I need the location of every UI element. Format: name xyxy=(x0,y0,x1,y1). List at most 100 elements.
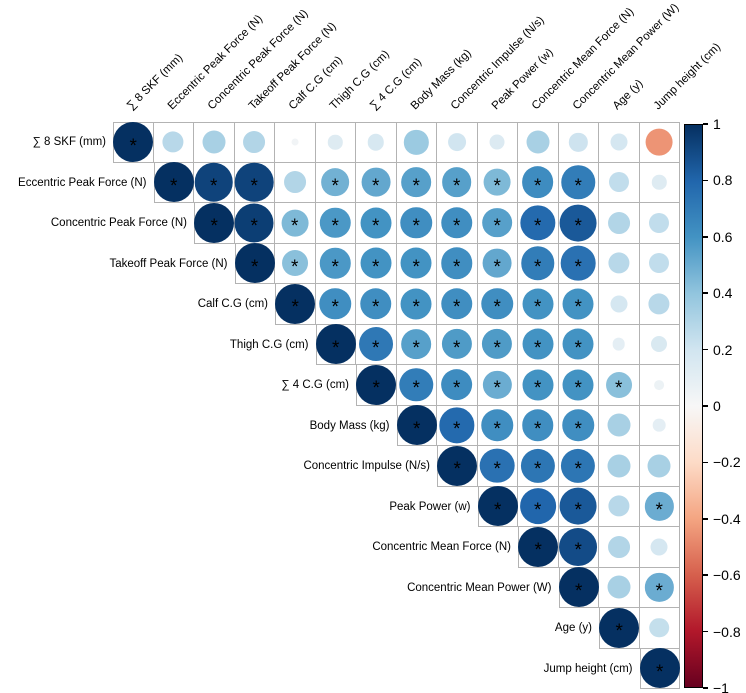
matrix-cell: * xyxy=(558,162,599,203)
row-label: Concentric Mean Force (N) xyxy=(372,541,511,554)
significance-asterisk: * xyxy=(534,256,542,278)
significance-asterisk: * xyxy=(250,216,258,238)
significance-asterisk: * xyxy=(493,175,501,197)
correlation-circle xyxy=(518,526,559,567)
significance-asterisk: * xyxy=(453,175,461,197)
correlation-circle xyxy=(639,648,680,689)
colorbar-tick xyxy=(703,630,708,633)
correlation-circle xyxy=(569,133,588,152)
significance-asterisk: * xyxy=(210,216,218,238)
significance-asterisk: * xyxy=(534,337,542,359)
matrix-cell: * xyxy=(234,203,275,244)
matrix-cell xyxy=(599,324,640,365)
correlation-circle xyxy=(648,293,670,315)
correlation-circle xyxy=(562,288,594,320)
significance-asterisk: * xyxy=(656,661,664,683)
correlation-circle xyxy=(281,209,309,237)
matrix-cell: * xyxy=(558,567,599,608)
correlation-circle xyxy=(361,167,391,197)
correlation-circle xyxy=(610,295,628,313)
colorbar-tick-label: 0.8 xyxy=(713,172,733,189)
correlation-circle xyxy=(483,168,511,196)
matrix-cell xyxy=(437,122,478,163)
correlation-circle xyxy=(447,133,466,152)
correlation-circle xyxy=(562,369,594,401)
matrix-cell: * xyxy=(234,162,275,203)
column-label: Jump height (cm) xyxy=(651,40,723,113)
significance-asterisk: * xyxy=(453,418,461,440)
significance-asterisk: * xyxy=(412,256,420,278)
matrix-cell: * xyxy=(396,405,437,446)
significance-asterisk: * xyxy=(250,175,258,197)
matrix-cell xyxy=(599,567,640,608)
significance-asterisk: * xyxy=(493,216,501,238)
correlation-circle xyxy=(558,567,599,608)
matrix-cell: * xyxy=(558,486,599,527)
correlation-circle xyxy=(650,538,668,556)
matrix-cell xyxy=(599,527,640,568)
matrix-cell: * xyxy=(518,243,559,284)
significance-asterisk: * xyxy=(210,175,218,197)
row-label: Eccentric Peak Force (N) xyxy=(18,176,147,189)
correlation-circle xyxy=(400,288,432,320)
correlation-circle xyxy=(610,133,628,151)
correlation-circle xyxy=(521,246,555,280)
correlation-circle xyxy=(560,245,596,281)
correlation-circle xyxy=(441,247,473,279)
colorbar-tick-label: −0.6 xyxy=(713,567,741,584)
correlation-circle xyxy=(153,162,194,203)
row-label: Concentric Impulse (N/s) xyxy=(303,460,430,473)
significance-asterisk: * xyxy=(493,459,501,481)
correlation-circle xyxy=(649,253,670,274)
correlation-circle xyxy=(612,337,626,351)
significance-asterisk: * xyxy=(534,418,542,440)
significance-asterisk: * xyxy=(615,621,623,643)
colorbar-tick xyxy=(703,574,708,576)
matrix-cell: * xyxy=(437,284,478,325)
correlation-circle xyxy=(396,405,437,446)
correlation-circle xyxy=(645,492,674,521)
correlation-circle xyxy=(522,328,554,360)
row-label: Concentric Peak Force (N) xyxy=(50,217,187,230)
matrix-cell xyxy=(194,122,235,163)
matrix-cell xyxy=(275,162,316,203)
matrix-cell: * xyxy=(558,203,599,244)
significance-asterisk: * xyxy=(534,499,542,521)
correlation-circle xyxy=(652,418,666,432)
significance-asterisk: * xyxy=(413,418,421,440)
row-label: ∑ 8 SKF (mm) xyxy=(32,136,106,149)
matrix-cell: * xyxy=(356,162,397,203)
matrix-cell: * xyxy=(477,365,518,406)
matrix-cell: * xyxy=(356,243,397,284)
significance-asterisk: * xyxy=(372,337,380,359)
matrix-cell xyxy=(599,243,640,284)
significance-asterisk: * xyxy=(291,216,299,238)
correlation-circle xyxy=(441,207,473,239)
colorbar-tick xyxy=(703,123,708,125)
correlation-circle xyxy=(320,248,351,279)
correlation-circle xyxy=(439,407,475,443)
significance-asterisk: * xyxy=(412,216,420,238)
significance-asterisk: * xyxy=(574,378,582,400)
matrix-cell: * xyxy=(275,243,316,284)
significance-asterisk: * xyxy=(332,337,340,359)
colorbar-tick-label: −1 xyxy=(713,680,729,693)
matrix-cell: * xyxy=(518,203,559,244)
matrix-cell: * xyxy=(558,527,599,568)
significance-asterisk: * xyxy=(453,216,461,238)
correlation-circle xyxy=(360,207,392,239)
correlation-circle xyxy=(562,328,594,360)
matrix-cell: * xyxy=(396,365,437,406)
matrix-cell: * xyxy=(437,405,478,446)
correlation-circle xyxy=(651,336,668,353)
correlation-circle xyxy=(356,364,397,405)
correlation-circle xyxy=(522,288,554,320)
matrix-cell xyxy=(599,203,640,244)
colorbar-tick-label: 0.2 xyxy=(713,341,733,358)
colorbar-tick-label: 0.4 xyxy=(713,285,733,302)
significance-asterisk: * xyxy=(574,175,582,197)
significance-asterisk: * xyxy=(534,378,542,400)
correlation-circle xyxy=(652,175,667,190)
correlation-circle xyxy=(481,409,513,441)
significance-asterisk: * xyxy=(331,256,339,278)
